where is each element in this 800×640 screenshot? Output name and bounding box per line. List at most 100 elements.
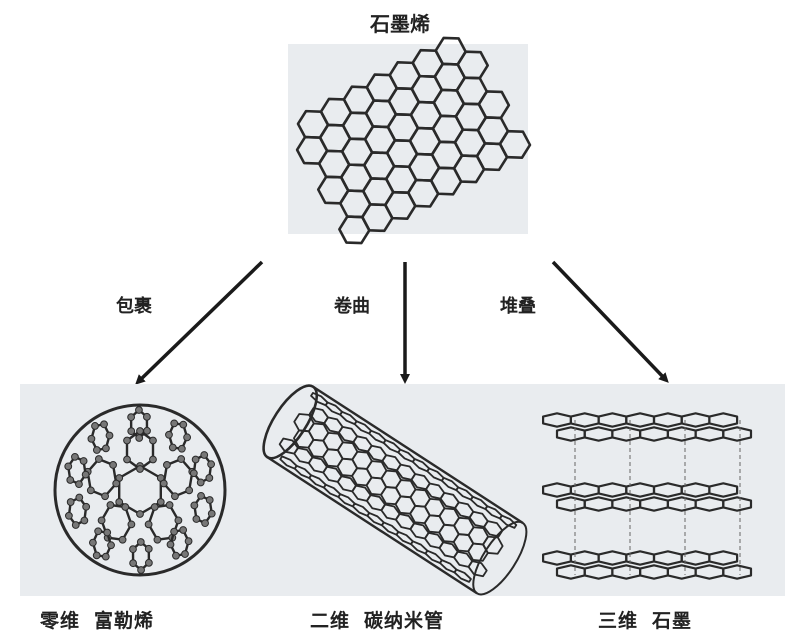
- carbon-atom: [75, 493, 84, 502]
- graphite-ring: [542, 412, 573, 428]
- carbon-atom: [91, 422, 99, 430]
- caption-graphite-dimension: 三维: [598, 610, 639, 632]
- nanotube-ring: [454, 501, 475, 519]
- graphite-ring: [694, 564, 725, 580]
- carbon-atom: [109, 461, 117, 469]
- graphite-ring: [708, 412, 739, 428]
- graphite-layers: [542, 412, 753, 580]
- carbon-atom: [142, 412, 151, 421]
- carbon-nanotube-illustration: [262, 384, 528, 596]
- caption-graphite-name: 石墨: [652, 610, 693, 632]
- nanotube-ring: [308, 407, 329, 425]
- nanotube-ring: [336, 475, 357, 493]
- carbon-atom: [201, 519, 209, 528]
- graphite-ring: [722, 426, 753, 442]
- carbon-atom: [123, 436, 131, 445]
- carbon-atom: [207, 509, 216, 518]
- carbon-atom: [144, 558, 153, 567]
- graphite-ring: [680, 550, 711, 566]
- graphene-lattice: [295, 36, 532, 245]
- graphite-ring: [666, 564, 697, 580]
- graphite-ring: [638, 564, 669, 580]
- carbon-atom: [127, 520, 136, 529]
- nanotube-ring: [352, 435, 373, 453]
- arrow-label-stack: 堆叠: [500, 296, 536, 317]
- carbon-atom: [165, 501, 174, 509]
- carbon-atom: [170, 419, 179, 428]
- nanotube-ring: [467, 560, 488, 578]
- caption-graphite: 三维石墨: [598, 606, 692, 633]
- arrow-label-wrap: 包裹: [116, 296, 152, 317]
- carbon-atom: [150, 503, 159, 511]
- nanotube-ring: [323, 416, 344, 434]
- carbon-atom: [149, 436, 157, 445]
- carbon-atom: [207, 460, 215, 469]
- carbon-atom: [181, 550, 189, 558]
- nanotube-ring: [365, 476, 387, 496]
- nanotube-ring: [380, 503, 401, 521]
- arrow-stack: [551, 260, 669, 383]
- nanotube-ring: [425, 482, 446, 500]
- carbon-atom: [135, 406, 143, 414]
- caption-nanotube-name: 碳纳米管: [364, 610, 445, 632]
- nanotube-ring: [381, 454, 402, 472]
- nanotube-ring: [483, 520, 504, 538]
- carbon-atom: [86, 486, 95, 495]
- graphite-ring: [638, 426, 669, 442]
- nanotube-ring: [410, 473, 431, 491]
- nanotube-ring: [307, 456, 328, 474]
- carbon-atom: [129, 545, 137, 554]
- carbon-atom: [80, 516, 89, 525]
- carbon-atom: [159, 479, 168, 488]
- graphite-ring: [583, 426, 614, 442]
- carbon-atom: [115, 498, 124, 506]
- graphite-ring: [694, 426, 725, 442]
- graphite-ring: [583, 564, 614, 580]
- carbon-atom: [174, 516, 183, 525]
- carbon-atom: [66, 498, 75, 506]
- graphene-sheet-illustration: [295, 36, 532, 245]
- carbon-atom: [196, 478, 205, 487]
- carbon-atom: [189, 469, 198, 478]
- graphite-ring: [708, 482, 739, 498]
- graphite-ring: [680, 412, 711, 428]
- diagram-title: 石墨烯: [370, 12, 430, 36]
- graphite-ring: [722, 564, 753, 580]
- carbon-atom: [118, 535, 127, 544]
- carbon-atom: [64, 462, 73, 471]
- carbon-atom: [127, 413, 136, 422]
- carbon-atom: [75, 480, 83, 489]
- nanotube-ring: [468, 510, 489, 528]
- carbon-atom: [185, 486, 194, 495]
- carbon-atom: [136, 510, 144, 518]
- carbon-atom: [79, 457, 88, 465]
- carbon-atom: [71, 521, 80, 529]
- nanotube-ring: [365, 494, 386, 512]
- nanotube-ring: [439, 492, 460, 509]
- caption-fullerene-name: 富勒烯: [94, 610, 155, 632]
- carbon-atom: [183, 433, 192, 442]
- nanotube-ring: [453, 550, 474, 568]
- carbon-atom: [143, 426, 151, 435]
- nanotube-ring: [438, 523, 460, 543]
- graphite-ring: [555, 426, 586, 442]
- carbon-atom: [92, 446, 101, 454]
- graphite-ring: [597, 482, 628, 498]
- carbon-atom: [163, 461, 171, 469]
- carbon-atom: [191, 455, 200, 464]
- carbon-atom: [144, 520, 153, 529]
- graphite-ring: [597, 550, 628, 566]
- nanotube-ring: [409, 505, 431, 524]
- graphite-ring: [652, 482, 683, 498]
- carbon-atom: [153, 535, 162, 544]
- carbon-atom: [184, 537, 193, 546]
- graphite-ring: [555, 564, 586, 580]
- carbon-atom: [205, 496, 214, 504]
- carbon-atom: [192, 515, 201, 523]
- carbon-atom: [87, 434, 96, 443]
- graphite-ring: [652, 550, 683, 566]
- caption-fullerene-dimension: 零维: [40, 610, 81, 632]
- carbon-atom: [94, 455, 103, 463]
- carbon-atom: [97, 516, 106, 525]
